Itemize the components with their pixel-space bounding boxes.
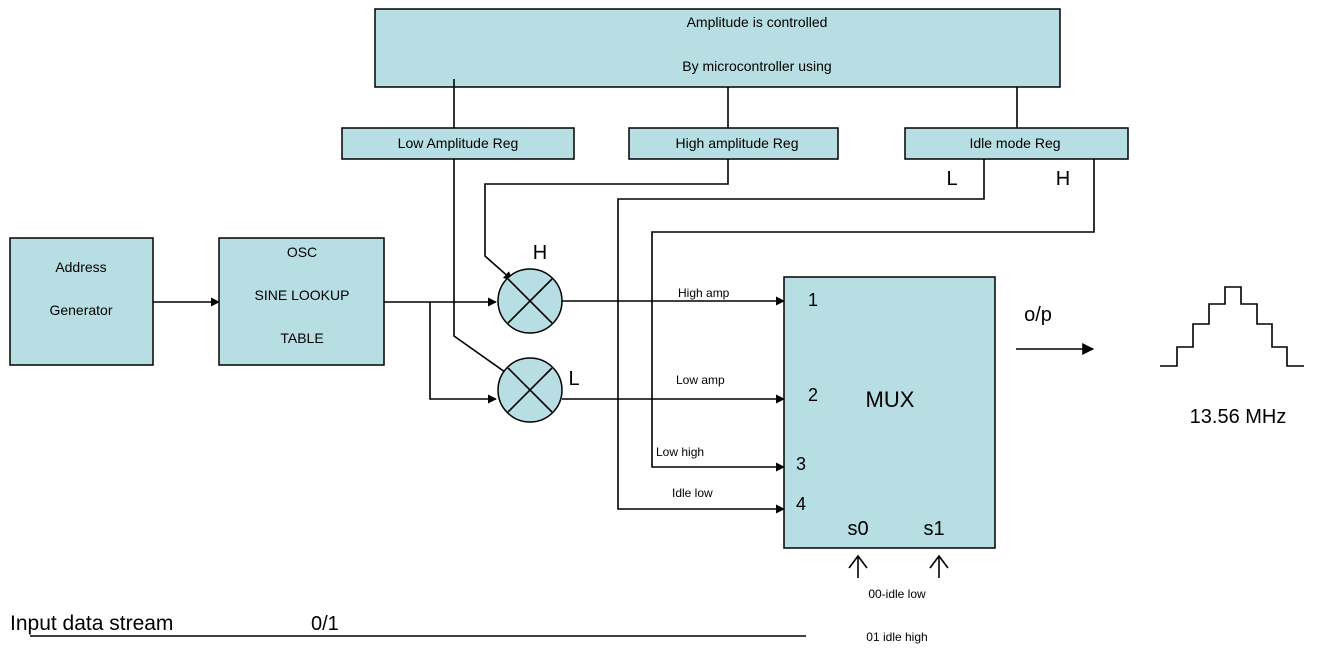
mux-title: MUX xyxy=(866,387,915,412)
high-amp-label: High amp xyxy=(678,286,730,300)
address-generator-block: Address Generator xyxy=(9,237,154,366)
microcontroller-block: Amplitude is controlled By microcontroll… xyxy=(374,8,1061,88)
low-amp-label: Low amp xyxy=(676,373,725,387)
input-stream-label: Input data stream xyxy=(10,612,173,635)
low-amplitude-mixer xyxy=(497,357,563,423)
low-amplitude-register: Low Amplitude Reg xyxy=(341,127,575,160)
idle-mode-register-label: Idle mode Reg xyxy=(969,135,1060,151)
address-generator-line-1: Address xyxy=(55,259,106,275)
high-amplitude-register-label: High amplitude Reg xyxy=(676,135,799,151)
high-amplitude-register: High amplitude Reg xyxy=(628,127,839,160)
low-amplitude-register-label: Low Amplitude Reg xyxy=(398,135,519,151)
idle-low-label: Idle low xyxy=(672,486,713,500)
mux-input-3-label: 3 xyxy=(796,454,806,474)
select-note-2: 01 idle high xyxy=(866,630,927,644)
select-0-arrowhead xyxy=(848,554,868,569)
high-mixer-label: H xyxy=(533,242,547,264)
oscillator-line-3: TABLE xyxy=(280,330,323,346)
idle-register-high-label: H xyxy=(1056,168,1070,190)
output-label: o/p xyxy=(1024,304,1052,326)
stepped-sine-waveform xyxy=(1160,286,1304,367)
input-stream-value: 0/1 xyxy=(311,613,339,635)
mux-input-4-label: 4 xyxy=(796,494,806,514)
mux-input-2-label: 2 xyxy=(808,385,818,405)
select-note-1: 00-idle low xyxy=(868,587,926,601)
low-high-label: Low high xyxy=(656,445,704,459)
high-amplitude-mixer xyxy=(497,268,563,334)
low-mixer-label: L xyxy=(568,368,579,390)
oscillator-block: OSC SINE LOOKUP TABLE xyxy=(218,237,385,366)
wire-high-reg-to-high-mixer xyxy=(484,159,729,281)
address-generator-line-2: Generator xyxy=(49,302,112,318)
output-frequency: 13.56 MHz xyxy=(1190,406,1287,428)
arrow-oscillator-to-low-mixer xyxy=(429,302,497,404)
mux-select-0-label: s0 xyxy=(847,518,868,540)
idle-mode-register: Idle mode Reg xyxy=(904,127,1129,160)
mux-select-1-label: s1 xyxy=(923,518,944,540)
wire-idle-low-to-mux-input-4 xyxy=(617,159,985,514)
controller-line-2: By microcontroller using xyxy=(682,58,831,74)
mux-input-1-label: 1 xyxy=(808,290,818,310)
controller-line-1: Amplitude is controlled xyxy=(687,14,828,30)
wire-low-reg-to-low-mixer xyxy=(453,159,513,378)
select-1-arrowhead xyxy=(929,554,949,569)
idle-register-low-label: L xyxy=(946,168,957,190)
wire-idle-high-to-mux-input-3 xyxy=(651,159,1095,472)
oscillator-line-1: OSC xyxy=(287,244,317,260)
multiplexer-block: MUX 1 2 3 4 s0 s1 xyxy=(783,276,996,549)
oscillator-line-2: SINE LOOKUP xyxy=(255,287,350,303)
